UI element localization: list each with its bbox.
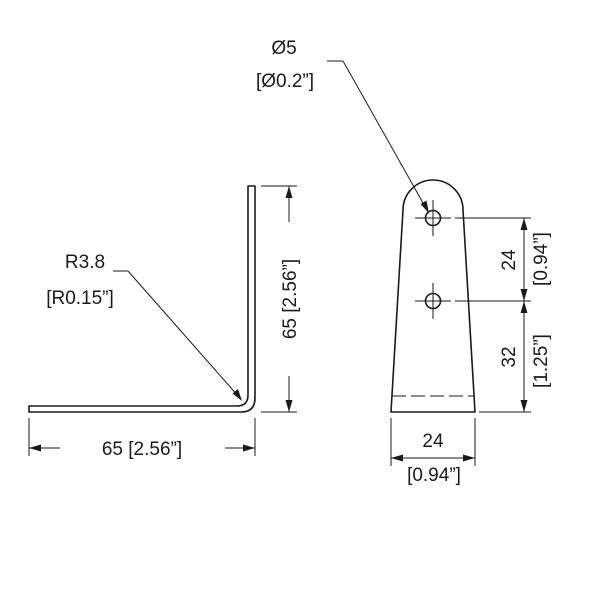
side-width-label: 65 [2.56”] — [102, 439, 182, 460]
side-view: 65 [2.56”] 65 [2.56”] R3.8 [R0.15”] — [28, 185, 301, 460]
side-height-dimension: 65 [2.56”] — [261, 185, 301, 413]
hole-spacing-dimension: 24 [0.94”] — [499, 218, 552, 301]
front-width-label: 24 — [422, 431, 444, 452]
front-plate-outline — [390, 179, 476, 413]
hole-spacing-label: 24 — [499, 249, 520, 271]
radius-label: R3.8 — [65, 252, 105, 273]
hole-to-bottom-label-imperial: [1.25”] — [531, 334, 552, 388]
hole-diameter-callout: Ø5 [Ø0.2”] — [256, 38, 429, 214]
hole-spacing-label-imperial: [0.94”] — [531, 232, 552, 286]
side-width-dimension: 65 [2.56”] — [28, 418, 256, 460]
hole-to-bottom-label: 32 — [499, 346, 520, 367]
top-hole — [415, 200, 451, 236]
radius-label-imperial: [R0.15”] — [46, 288, 114, 309]
front-width-label-imperial: [0.94”] — [407, 465, 461, 486]
hole-diameter-label-imperial: [Ø0.2”] — [256, 71, 314, 92]
front-view: Ø5 [Ø0.2”] 24 [0.94”] 32 [1.25”] — [256, 38, 552, 486]
side-height-label: 65 [2.56”] — [280, 259, 301, 339]
bottom-hole — [415, 283, 451, 319]
front-width-dimension: 24 [0.94”] — [390, 418, 476, 486]
radius-callout: R3.8 [R0.15”] — [46, 252, 242, 401]
hole-to-bottom-dimension: 32 [1.25”] — [499, 301, 552, 412]
l-bracket-profile — [28, 185, 256, 413]
hole-diameter-label: Ø5 — [271, 38, 296, 59]
